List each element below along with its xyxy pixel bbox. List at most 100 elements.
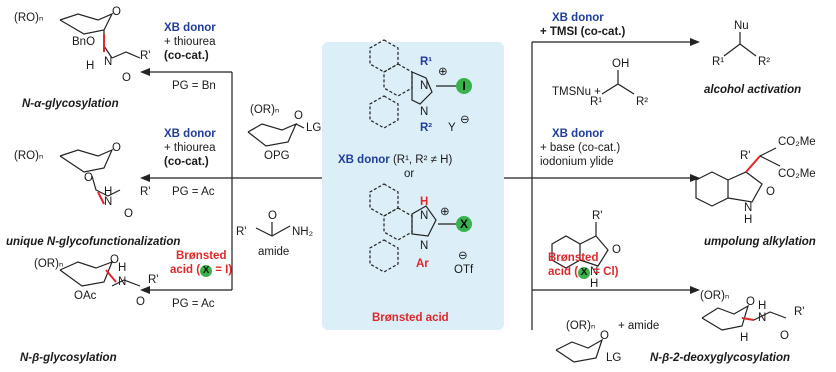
xb-minus-sign: ⊖: [460, 114, 470, 126]
amide-o: O: [268, 210, 277, 222]
r3-or: (OR)ₙ: [700, 290, 730, 302]
n-alpha-glycosylation-label: N-α-glycosylation: [22, 98, 119, 110]
r1-nu: Nu: [734, 20, 749, 32]
left-donor-ring: [247, 122, 305, 147]
r2-reagent-3: iodonium ylide: [540, 156, 614, 168]
amide-structure: [255, 222, 291, 237]
l3-pg: PG = Ac: [172, 298, 215, 310]
right-row1-structures: [601, 32, 757, 95]
r2-o: O: [766, 186, 775, 198]
ba-n2-atom: N: [420, 240, 429, 252]
r2-reactant-o: O: [612, 244, 621, 256]
l3-h: H: [118, 262, 127, 274]
l1-cocat: (co-cat.): [164, 50, 209, 62]
r3-ring-o: O: [746, 296, 755, 308]
r2-r: R': [740, 150, 751, 162]
r2-reagent: XB donor: [552, 128, 604, 140]
arrowhead-left-3: [140, 286, 150, 294]
l1-pg: PG = Bn: [172, 80, 216, 92]
catalyst-panel: [322, 42, 504, 330]
r3-r: R': [794, 306, 805, 318]
r3-nh: H: [758, 300, 767, 312]
l1-ring-o: O: [112, 6, 121, 18]
r1-reagent-2: + TMSI (co-cat.): [540, 26, 626, 38]
l1-bno: BnO: [72, 36, 96, 48]
xb-iodine-atom: I: [456, 78, 472, 94]
amide-nh2: NH₂: [292, 226, 314, 238]
r2-co2me-2: CO₂Me: [778, 168, 816, 180]
amide-r: R': [236, 226, 247, 238]
r1-reactant-r1: R¹: [590, 96, 603, 108]
xb-plus-sign: ⊕: [438, 66, 448, 78]
l2-reagent: XB donor: [164, 128, 216, 140]
r3-h: H: [740, 332, 749, 344]
arrowhead-left-1: [140, 68, 150, 76]
r3-n: N: [758, 312, 767, 324]
donor-lg: LG: [306, 122, 322, 134]
donor-or-group: (OR)ₙ: [250, 104, 280, 116]
alcohol-activation-label: alcohol activation: [704, 84, 802, 96]
l3-oac: OAc: [74, 290, 97, 302]
l2-o: O: [84, 172, 93, 184]
n-beta-2-deoxyglycosylation-label: N-β-2-deoxyglycosylation: [650, 352, 791, 364]
r1-reactant-r2: R²: [636, 96, 649, 108]
l2-o2: O: [124, 208, 133, 220]
l3-o: O: [136, 296, 145, 308]
right-row3-structures: [555, 304, 787, 363]
l3-ring-o: O: [110, 254, 119, 266]
l2-ring-o: O: [112, 142, 121, 154]
l3-reagent-2: acid (X = I): [170, 264, 233, 277]
r3-o: O: [780, 330, 789, 342]
l3-or-group: (OR)ₙ: [34, 258, 64, 270]
r3-donor-o: O: [600, 330, 609, 342]
xb-donor-structure: [369, 39, 456, 129]
l1-o: O: [122, 72, 131, 84]
r3-reagent-1: Brønsted: [548, 252, 599, 264]
arrowhead-right-2: [690, 174, 700, 182]
arrowhead-left-2: [140, 174, 150, 182]
arrowhead-right-3: [690, 286, 700, 294]
ba-minus-sign: ⊖: [458, 250, 468, 262]
r3-plus-amide: + amide: [618, 320, 660, 332]
r3-donor-or: (OR)ₙ: [566, 320, 596, 332]
ba-x-atom: X: [456, 216, 472, 232]
xb-y-anion: Y: [448, 122, 456, 134]
r2-h: H: [744, 214, 753, 226]
l3-reagent-1: Brønsted: [176, 250, 227, 262]
left-product-new-bonds: [97, 34, 117, 283]
bronsted-acid-caption: Brønsted acid: [372, 312, 449, 324]
donor-ring-o: O: [294, 110, 303, 122]
l2-pg: PG = Ac: [172, 186, 215, 198]
l2-reagent-2: + thiourea: [164, 142, 216, 154]
r2-n: N: [744, 202, 753, 214]
r1-r2: R²: [758, 56, 771, 68]
l1-n: N: [104, 56, 113, 68]
l2-n: N: [104, 196, 113, 208]
right-row2-new-bond: [745, 155, 761, 173]
umpolung-alkylation-label: umpolung alkylation: [704, 236, 816, 248]
r3-reagent-2: acid (X = Cl): [548, 266, 619, 279]
l1-reagent-2: + thiourea: [164, 36, 216, 48]
r2-reagent-2: + base (co-cat.): [540, 142, 621, 154]
r2-co2me-1: CO₂Me: [778, 136, 816, 148]
xb-r1-atom: R¹: [420, 56, 433, 68]
r2-reactant-n: N: [590, 266, 599, 278]
l1-r: R': [140, 50, 151, 62]
n-glycofunctionalization-label: unique N-glycofunctionalization: [6, 236, 181, 248]
or-label: or: [404, 168, 415, 180]
r1-oh: OH: [612, 58, 630, 70]
xb-n1-atom: N: [420, 80, 429, 92]
l1-reagent: XB donor: [164, 22, 216, 34]
l3-r: R': [148, 274, 159, 286]
l2-ro-group: (RO)ₙ: [14, 150, 44, 162]
ba-plus-sign: ⊕: [440, 206, 450, 218]
r2-reactant-r: R': [592, 210, 603, 222]
bronsted-acid-structure: [369, 183, 456, 273]
ba-otf-anion: OTf: [454, 264, 474, 276]
ba-n1-atom: N: [420, 210, 429, 222]
right-row3-new-bond: [741, 317, 755, 321]
l3-n: N: [118, 276, 127, 288]
r1-tmsnu: TMSNu +: [552, 86, 601, 98]
l1-ro-group: (RO)ₙ: [14, 12, 44, 24]
